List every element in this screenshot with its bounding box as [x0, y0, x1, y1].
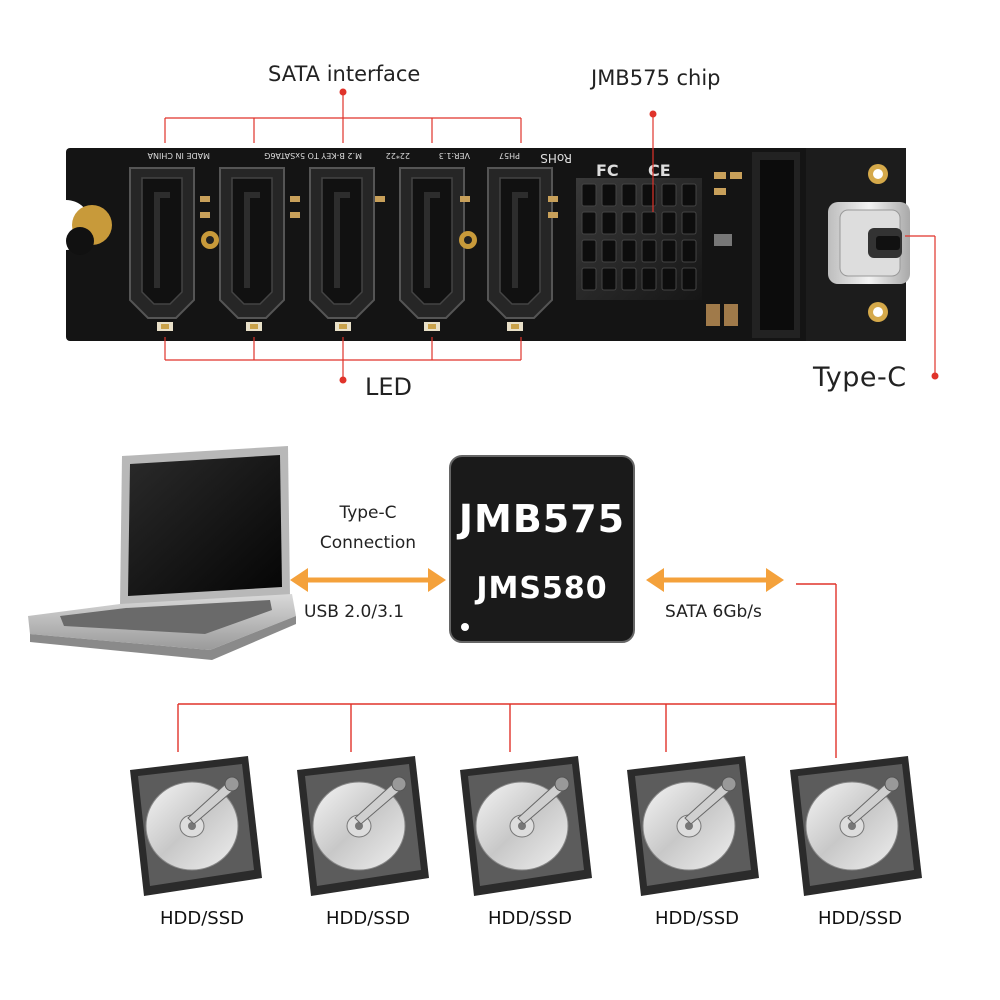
sata-ports: [129, 167, 553, 319]
sata-port: [399, 167, 465, 319]
led-label: LED: [365, 373, 413, 401]
silk-ph57: PH57: [499, 151, 520, 160]
sata-interface-label: SATA interface: [268, 62, 421, 86]
silk-fc: FC: [596, 161, 619, 180]
silk-size: 22*22: [386, 151, 410, 160]
typec-label: Type-C: [813, 362, 907, 393]
callout-dot: [339, 88, 347, 96]
chip-name-secondary: JMS580: [476, 571, 608, 606]
drive-label: HDD/SSD: [817, 908, 903, 929]
hdd-illustration: [460, 756, 592, 896]
laptop-illustration: [28, 446, 296, 660]
hdd-illustration: [627, 756, 759, 896]
usb-arrow: [290, 568, 446, 592]
callout-dot: [339, 376, 347, 384]
drive-label: HDD/SSD: [159, 908, 245, 929]
sata-port: [129, 167, 195, 319]
silk-rohs: RoHS: [540, 151, 572, 165]
controller-chip: [449, 455, 635, 643]
sata-speed-label: SATA 6Gb/s: [665, 602, 762, 622]
drive-bus: [177, 583, 837, 758]
usb-c-port: [828, 202, 910, 284]
drive-label: HDD/SSD: [487, 908, 573, 929]
callout-typec: [905, 235, 936, 376]
sata-arrow: [646, 568, 784, 592]
drive-label: HDD/SSD: [325, 908, 411, 929]
chip-name-primary: JMB575: [458, 497, 626, 541]
callout-sata: [164, 92, 522, 143]
chip-label: JMB575 chip: [591, 66, 721, 90]
silk-ce: CE: [648, 161, 671, 180]
sata-port: [219, 167, 285, 319]
callout-dot: [649, 110, 657, 118]
jmb575-heatsink: [576, 178, 702, 300]
connection-label: Type-C Connection: [298, 498, 438, 558]
sata-port: [487, 167, 553, 319]
leds: [157, 322, 523, 331]
callout-dot: [931, 372, 939, 380]
connection-line2: Connection: [319, 533, 417, 553]
hdd-illustration: [297, 756, 429, 896]
silk-made-in-china: MADE IN CHINA: [147, 151, 210, 160]
callout-led: [164, 337, 522, 380]
drives: [130, 756, 922, 896]
sata-port: [309, 167, 375, 319]
m2-connector: [752, 152, 800, 338]
usb-label: USB 2.0/3.1: [304, 602, 405, 622]
silkscreen: MADE IN CHINA M.2 B-KEY TO 5xSATA6G 22*2…: [147, 151, 671, 180]
hdd-illustration: [130, 756, 262, 896]
smd-components: [200, 172, 742, 326]
drive-label: HDD/SSD: [654, 908, 740, 929]
connection-line1: Type-C: [339, 503, 397, 523]
silk-model: M.2 B-KEY TO 5xSATA6G: [264, 151, 362, 160]
hdd-illustration: [790, 756, 922, 896]
silk-version: VER:1.3: [439, 151, 470, 160]
